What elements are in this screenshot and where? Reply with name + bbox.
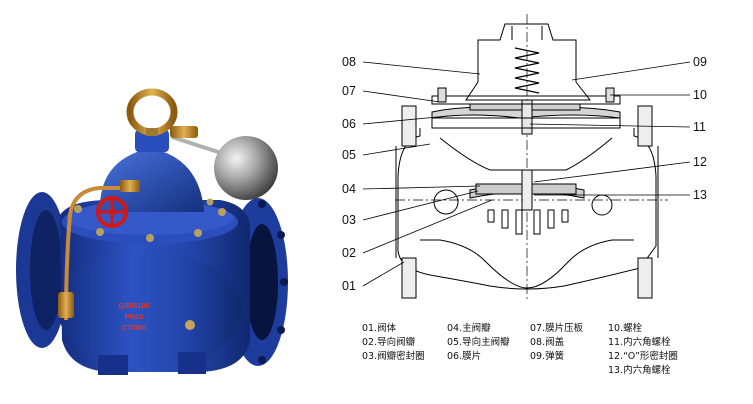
product-plate: Q/BB100 PN16 CT/450 (118, 301, 149, 332)
cover-bolts (74, 198, 226, 242)
legend-item: 03.阀瓣密封圈 (362, 351, 425, 362)
valve-body-outline (397, 128, 657, 290)
legend-item: 10.螺栓 (608, 323, 643, 334)
plate-line-3: CT/450 (122, 323, 147, 332)
legend-item: 09.弹簧 (530, 351, 565, 362)
seat-port-right (591, 194, 613, 216)
bolt-left (437, 87, 447, 103)
bonnet-outline (465, 23, 592, 101)
inlet-flange-section (401, 105, 417, 147)
callout-12: 12 (693, 155, 707, 169)
callout-labels: 08 07 06 05 04 03 02 01 09 10 11 12 13 (342, 55, 707, 293)
section-drawing (362, 14, 691, 300)
callout-03: 03 (342, 213, 356, 227)
parts-legend: 01.阀体 02.导向阀瓣 03.阀瓣密封圈 04.主阀瓣 05.导向主阀瓣 0… (362, 322, 747, 394)
legend-item: 05.导向主阀瓣 (447, 337, 510, 348)
plate-line-1: Q/BB100 (118, 301, 149, 310)
legend-column-4: 10.螺栓 11.内六角螺栓 12.“O”形密封圈 13.内六角螺栓 (608, 322, 678, 378)
handwheel (96, 196, 128, 228)
spring (514, 47, 540, 94)
legend-item: 04.主阀瓣 (447, 323, 491, 334)
callout-01: 01 (342, 279, 356, 293)
legend-item: 12.“O”形密封圈 (608, 351, 678, 362)
callout-02: 02 (342, 246, 356, 260)
bonnet (99, 148, 204, 212)
leader-lines (362, 61, 691, 287)
legend-item: 07.膜片压板 (530, 323, 584, 334)
float-ball (214, 136, 278, 200)
cover-flange-section (431, 95, 621, 105)
callout-07: 07 (342, 84, 356, 98)
legend-column-2: 04.主阀瓣 05.导向主阀瓣 06.膜片 (447, 322, 510, 364)
legend-item: 02.导向阀瓣 (362, 337, 416, 348)
callout-13: 13 (693, 188, 707, 202)
callout-06: 06 (342, 117, 356, 131)
callout-08: 08 (342, 55, 356, 69)
plate-line-2: PN16 (125, 312, 144, 321)
callout-09: 09 (693, 55, 707, 69)
lifting-eye (126, 88, 178, 136)
legend-item: 08.阀盖 (530, 337, 565, 348)
legend-item: 11.内六角螺栓 (608, 337, 671, 348)
callout-10: 10 (693, 88, 707, 102)
callout-04: 04 (342, 182, 356, 196)
copper-tube (64, 186, 130, 321)
legend-item: 13.内六角螺栓 (608, 365, 671, 376)
callout-11: 11 (693, 120, 706, 134)
legend-item: 06.膜片 (447, 351, 482, 362)
valve-photo: Q/BB100 PN16 CT/450 (16, 88, 288, 375)
legend-item: 01.阀体 (362, 323, 397, 334)
seat-port-left (433, 189, 459, 215)
callout-05: 05 (342, 148, 356, 162)
legend-column-3: 07.膜片压板 08.阀盖 09.弹簧 (530, 322, 583, 364)
legend-column-1: 01.阀体 02.导向阀瓣 03.阀瓣密封圈 (362, 322, 425, 364)
